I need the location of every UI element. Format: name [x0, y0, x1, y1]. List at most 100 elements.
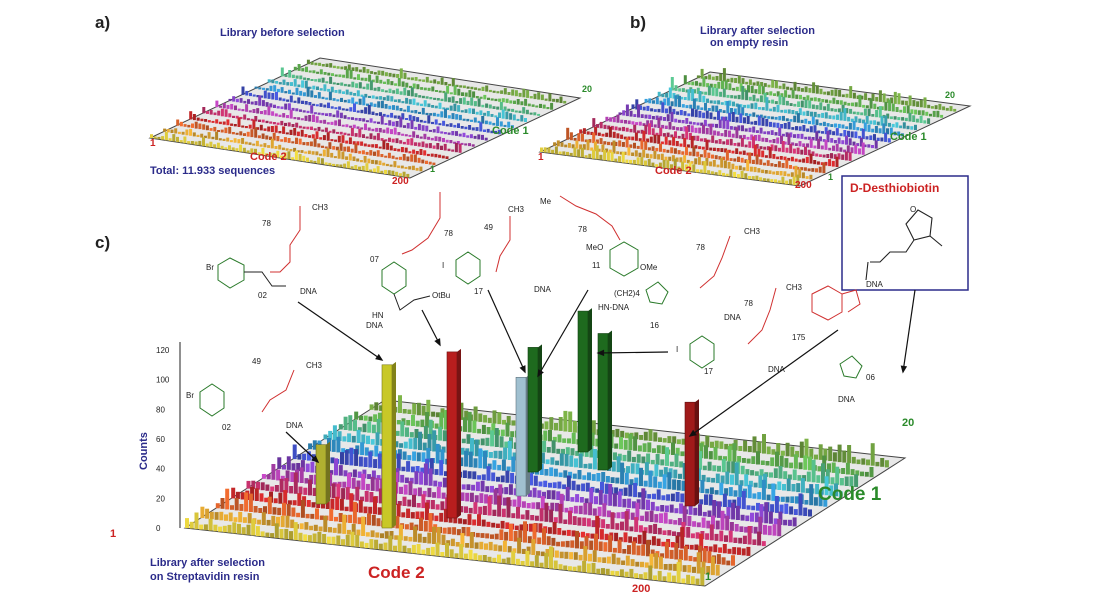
panel-a-bar: [462, 85, 466, 89]
panel-c-bar: [663, 467, 668, 478]
panel-c-bar: [342, 436, 347, 442]
panel-a-bar: [215, 100, 219, 108]
panel-a-bar: [299, 109, 302, 112]
panel-b-bar: [646, 138, 650, 143]
panel-b-bar: [837, 153, 841, 160]
panel-c-bar: [486, 427, 491, 435]
panel-c-bar: [631, 456, 636, 463]
panel-c-bar: [646, 540, 650, 557]
panel-c-bar: [423, 520, 428, 532]
panel-a-bar: [367, 144, 371, 147]
panel-c-bar: [499, 529, 504, 540]
counts-tick: 40: [156, 465, 165, 474]
panel-a-bar: [341, 124, 345, 127]
panel-b-bar: [612, 116, 616, 123]
panel-c-bar: [674, 453, 679, 467]
panel-c-bar: [719, 530, 724, 542]
panel-a-bar: [278, 82, 282, 85]
panel-c-bar: [507, 546, 512, 553]
panel-b-bar: [782, 83, 786, 90]
panel-a-bar: [260, 95, 264, 98]
panel-c-bar: [597, 506, 602, 517]
panel-a-bar: [417, 157, 421, 163]
panel-b-bar: [633, 114, 637, 117]
panel-c-bar: [491, 423, 496, 435]
panel-b-bar: [862, 119, 865, 124]
panel-a-bar: [525, 109, 529, 115]
panel-c-bar: [669, 549, 674, 559]
panel-c-bar: [823, 499, 828, 507]
panel-c-bar: [707, 510, 712, 517]
panel-c-bar: [494, 428, 499, 447]
panel-a-bar: [412, 83, 416, 89]
panel-b-letter: b): [630, 13, 646, 32]
panel-b-bar: [703, 150, 707, 158]
panel-a-bar: [233, 124, 237, 127]
panel-b-bar: [752, 136, 755, 149]
panel-a-bar: [410, 120, 414, 129]
panel-a-bar: [454, 142, 458, 153]
panel-a-bar: [284, 91, 288, 94]
panel-b-bar: [679, 143, 683, 147]
panel-c-bar: [733, 537, 738, 543]
panel-a-bar: [293, 128, 297, 136]
panel-a-bar: [239, 144, 243, 152]
panel-b-bar: [713, 116, 717, 120]
panel-b-bar: [713, 100, 717, 104]
panel-a-bar: [403, 109, 407, 112]
panel-b-bar: [807, 168, 811, 172]
panel-b-bar: [668, 87, 672, 99]
panel-c-bar: [830, 477, 835, 485]
panel-b-bar: [577, 149, 581, 157]
panel-c-bar: [715, 473, 720, 484]
panel-b-bar: [723, 160, 727, 169]
panel-c-bar: [516, 506, 520, 519]
panel-c-bar: [610, 477, 615, 483]
panel-c-bar: [610, 570, 615, 576]
panel-c-bar: [544, 469, 549, 476]
panel-c-bar: [706, 477, 711, 483]
panel-a-bar: [421, 159, 425, 164]
panel-c-bar: [589, 540, 594, 550]
panel-a-bar: [362, 118, 366, 122]
panel-a-bar: [479, 110, 483, 116]
panel-c-bar: [845, 462, 850, 475]
panel-c-bar: [753, 482, 758, 488]
panel-b-bar: [684, 164, 688, 171]
panel-c-bar: [643, 431, 648, 441]
panel-b-bar: [720, 133, 724, 137]
panel-c-bar: [796, 483, 801, 493]
panel-c-bar: [458, 518, 463, 524]
panel-c-bar: [274, 523, 279, 538]
panel-b-bar: [649, 136, 653, 143]
panel-a-bar: [453, 124, 457, 128]
panel-c-bar: [724, 488, 729, 496]
panel-c-bar: [553, 517, 558, 523]
panel-b-bar: [734, 78, 738, 83]
panel-b-bar: [794, 165, 798, 178]
panel-a-bar: [507, 121, 511, 128]
panel-c-bar: [636, 545, 641, 556]
panel-b-bar: [726, 101, 730, 114]
panel-c-bar: [710, 556, 715, 576]
panel-c-bar: [561, 448, 565, 455]
panel-c-bar: [423, 463, 428, 486]
panel-a-bar: [444, 82, 448, 86]
panel-b-bar: [813, 145, 817, 149]
panel-b-bar: [701, 161, 705, 166]
panel-c-bar: [804, 500, 809, 505]
panel-c-code1-start: 1: [705, 571, 711, 583]
panel-b-bar: [845, 135, 848, 145]
panel-c-bar: [282, 465, 286, 470]
panel-b-bar: [916, 101, 920, 107]
panel-a-code2-start: 1: [150, 138, 156, 149]
panel-b-bar: [665, 108, 668, 114]
panel-a-bar: [442, 138, 445, 143]
panel-a-bar: [494, 115, 498, 118]
panel-b-bar: [735, 103, 739, 107]
panel-b-bar: [778, 85, 782, 89]
panel-b-bar: [821, 99, 825, 103]
panel-a-bar: [313, 112, 317, 115]
panel-b-bar: [830, 138, 834, 143]
panel-b-bar: [715, 123, 718, 128]
